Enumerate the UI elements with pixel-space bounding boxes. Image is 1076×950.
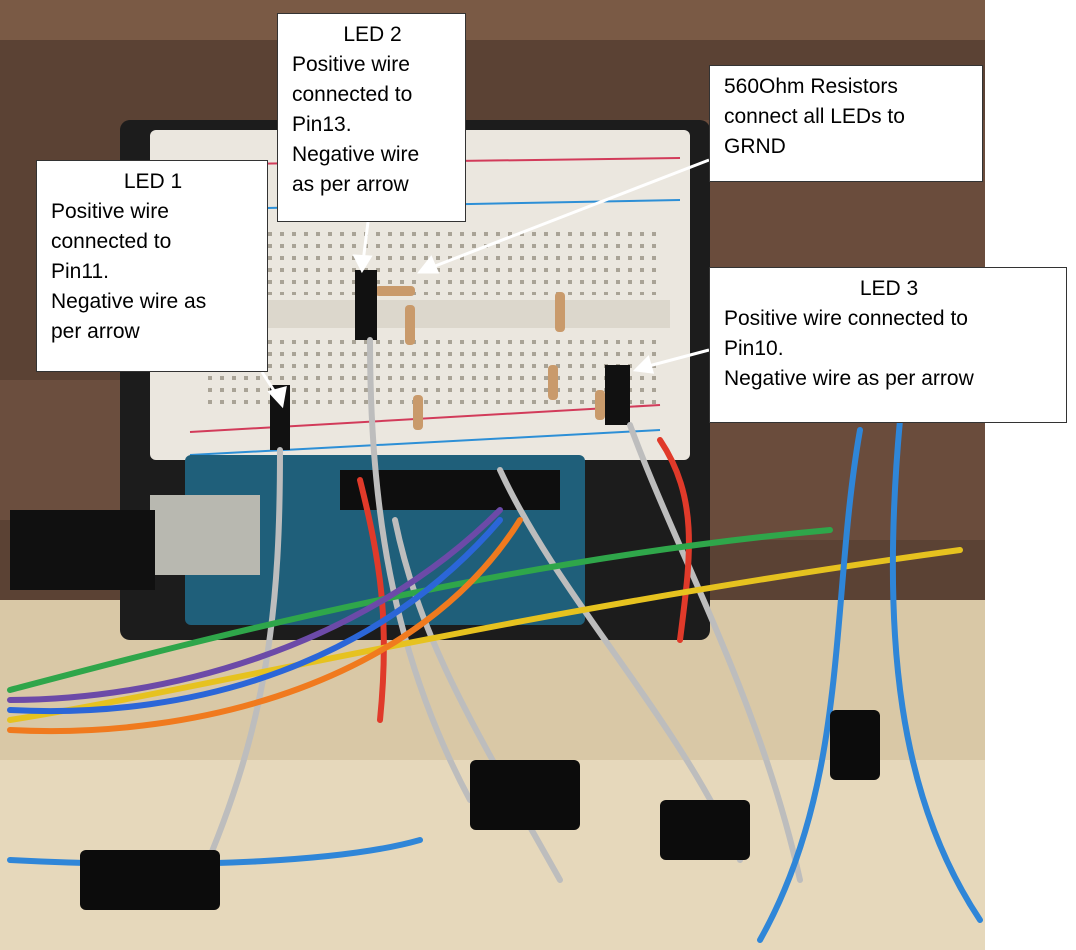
callout-led2-line: Negative wire [292,143,420,166]
callout-led3-line: Negative wire as per arrow [724,367,974,390]
resistors [375,286,605,430]
callout-led1-line: per arrow [51,320,140,343]
callout-led3-title: LED 3 [859,277,919,300]
callout-led3-line: Pin10. [724,337,784,360]
usb-connector [150,495,260,575]
usb-cable [10,510,155,590]
callout-led1: LED 1 Positive wire connected to Pin11. … [36,160,268,372]
rail-red-bottom [189,404,661,433]
callout-led2-line: connected to [292,83,413,106]
led1-connector [270,385,290,450]
callout-led2: LED 2 Positive wire connected to Pin13. … [277,13,466,222]
led3-connector [605,365,630,425]
callout-led1-line: Negative wire as [51,290,207,313]
callout-resistors-line: GRND [724,135,786,158]
callout-resistors-line: connect all LEDs to [724,105,905,128]
pointer-arrows [260,158,710,409]
callout-led1-line: Pin11. [51,260,109,283]
callout-led3: LED 3 Positive wire connected to Pin10. … [709,267,1067,423]
callout-led1-title: LED 1 [123,170,183,193]
callout-led1-line: Positive wire [51,200,169,223]
callout-resistors-line: 560Ohm Resistors [724,75,898,98]
callout-led1-line: connected to [51,230,172,253]
electrical-tape [80,710,880,910]
callout-led2-line: Pin13. [292,113,352,136]
rail-blue-bottom [189,429,661,456]
wires [7,337,983,943]
callout-led2-line: Positive wire [292,53,410,76]
led2-connector [355,270,377,340]
wood-plank-top [0,0,985,40]
callout-led2-line: as per arrow [292,173,409,196]
callout-led3-line: Positive wire connected to [724,307,968,330]
header-pins [340,470,560,510]
breadboard-channel [190,300,670,328]
callout-led2-title: LED 2 [343,23,402,46]
callout-resistors: 560Ohm Resistors connect all LEDs to GRN… [709,65,983,182]
